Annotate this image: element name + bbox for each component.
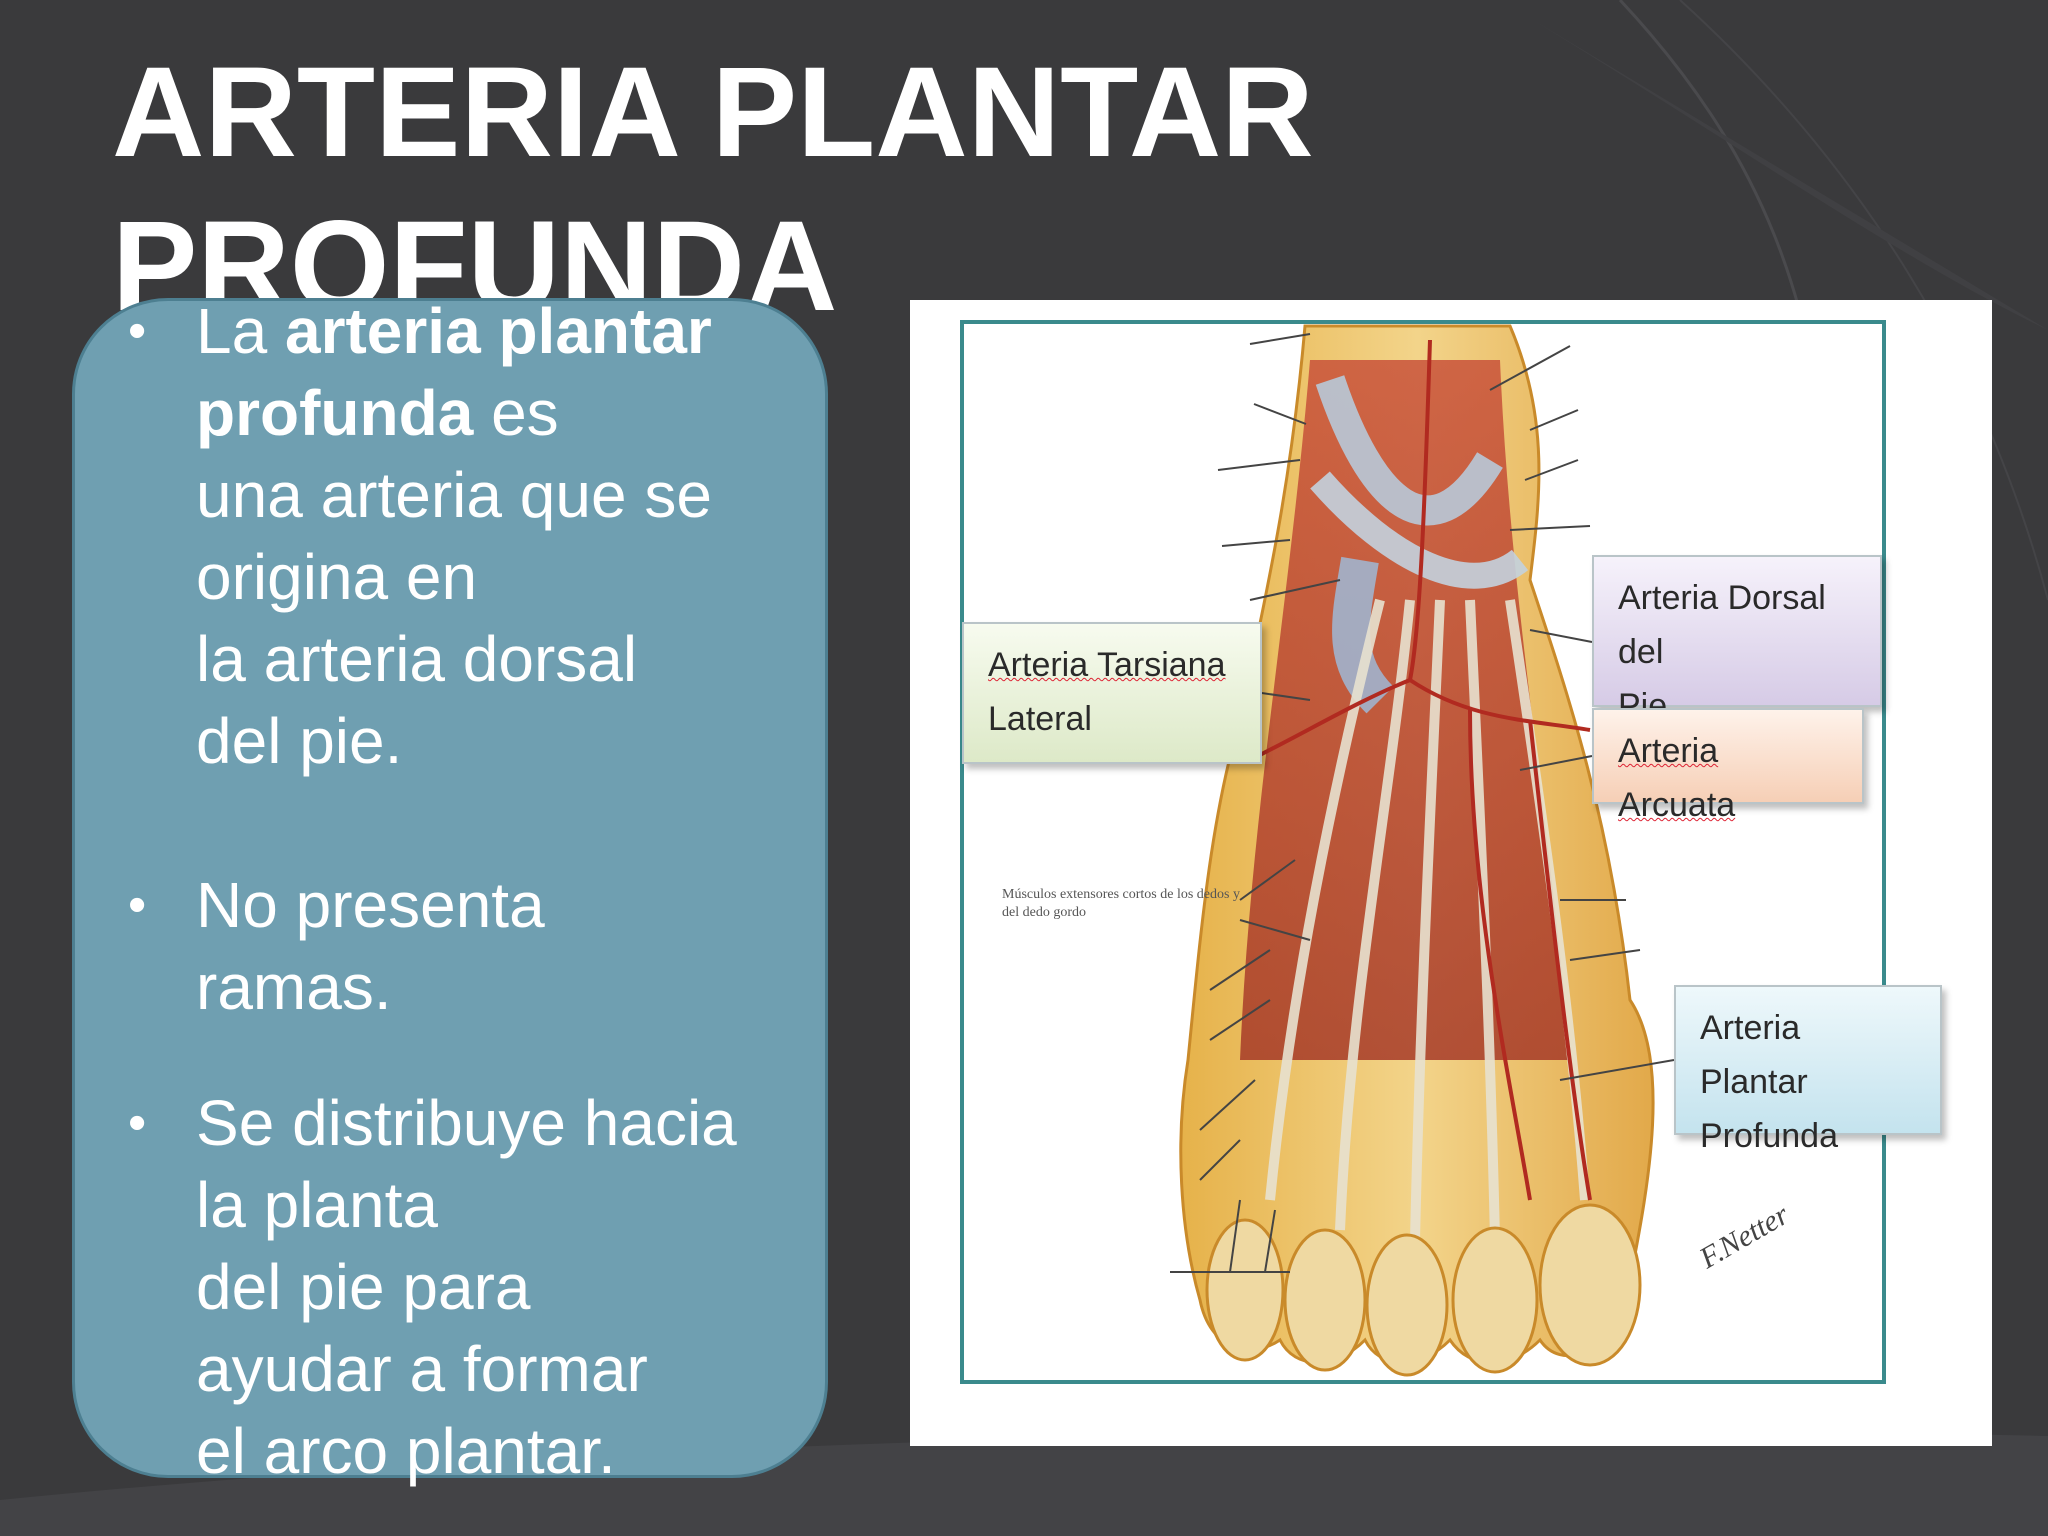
bullet-line: La arteria plantar (196, 290, 810, 372)
callout-line: Lateral (988, 700, 1092, 738)
bold-term: arteria plantar (284, 295, 712, 367)
bullet-line: Se distribuye hacia (196, 1087, 737, 1159)
text-prefix: La (196, 295, 285, 367)
foot-illustration (960, 320, 1886, 1384)
bullet-item-distribution: • Se distribuye hacia la planta del pie … (120, 1082, 810, 1492)
bullet-dot-icon: • (128, 876, 147, 934)
bullet-line: No presenta (196, 869, 545, 941)
bullet-line: una arteria que se (196, 459, 712, 531)
callout-text: Arteria Tarsiana (988, 646, 1226, 684)
callout-arteria-tarsiana-lateral: Arteria Tarsiana Lateral (962, 622, 1262, 764)
callout-line: Profunda (1700, 1117, 1838, 1155)
callout-text: Arteria Arcuata (1618, 732, 1736, 824)
bullet-line: el arco plantar. (196, 1415, 616, 1487)
bold-term: profunda (196, 377, 474, 449)
callout-arteria-dorsal-del-pie: Arteria Dorsal del Pie (1592, 555, 1882, 725)
bullet-line: la arteria dorsal (196, 623, 638, 695)
bullet-list: • La arteria plantar profunda es una art… (120, 290, 810, 1492)
bullet-line: la planta (196, 1169, 438, 1241)
bullet-dot-icon: • (128, 1094, 147, 1152)
callout-line: Arteria Plantar (1700, 1009, 1808, 1101)
callout-arteria-arcuata: Arteria Arcuata (1592, 708, 1864, 824)
callout-line: Arteria Arcuata (1618, 724, 1838, 832)
text-panel (72, 298, 828, 1478)
text-suffix: es (473, 377, 559, 449)
bullet-line: del pie para (196, 1251, 531, 1323)
bullet-line: ramas. (196, 951, 392, 1023)
title-line-1: ARTERIA PLANTAR (112, 41, 1314, 184)
callout-line: Arteria Tarsiana (988, 638, 1236, 692)
bullet-line: origina en (196, 541, 478, 613)
bullet-item-origin: • La arteria plantar profunda es una art… (120, 290, 810, 782)
callout-arteria-plantar-profunda: Arteria Plantar Profunda (1674, 985, 1942, 1155)
bullet-item-branches: • No presenta ramas. (120, 864, 810, 1028)
bullet-line: del pie. (196, 705, 403, 777)
foot-anatomy-figure: Arteria Tarsiana Lateral Arteria Dorsal … (910, 300, 1992, 1446)
muscle-annotation: Músculos extensores cortos de los dedos … (1002, 887, 1240, 920)
bullet-dot-icon: • (128, 302, 147, 360)
bullet-line: profunda es (196, 372, 810, 454)
bullet-line: ayudar a formar (196, 1333, 648, 1405)
callout-line: Arteria Dorsal del (1618, 579, 1826, 671)
